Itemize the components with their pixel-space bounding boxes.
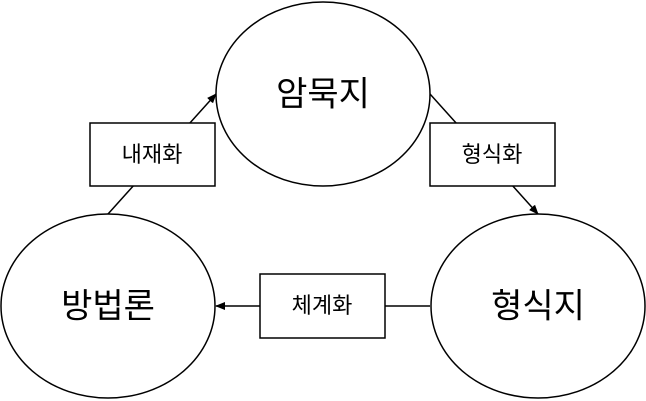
node-explicit-knowledge: 형식지 bbox=[430, 213, 646, 399]
edge-label-formalization: 형식화 bbox=[429, 122, 556, 187]
edge-label-internalization: 내재화 bbox=[89, 122, 216, 187]
node-methodology-label: 방법론 bbox=[61, 287, 155, 327]
node-tacit-knowledge: 암묵지 bbox=[215, 1, 431, 187]
edge-label-systematization: 체계화 bbox=[259, 273, 386, 339]
edge-label-systematization-text: 체계화 bbox=[292, 294, 353, 319]
node-explicit-label: 형식지 bbox=[491, 287, 585, 327]
edge-label-internalization-text: 내재화 bbox=[122, 143, 183, 168]
node-tacit-label: 암묵지 bbox=[276, 75, 370, 115]
node-methodology: 방법론 bbox=[0, 213, 216, 399]
edge-label-formalization-text: 형식화 bbox=[462, 143, 523, 168]
